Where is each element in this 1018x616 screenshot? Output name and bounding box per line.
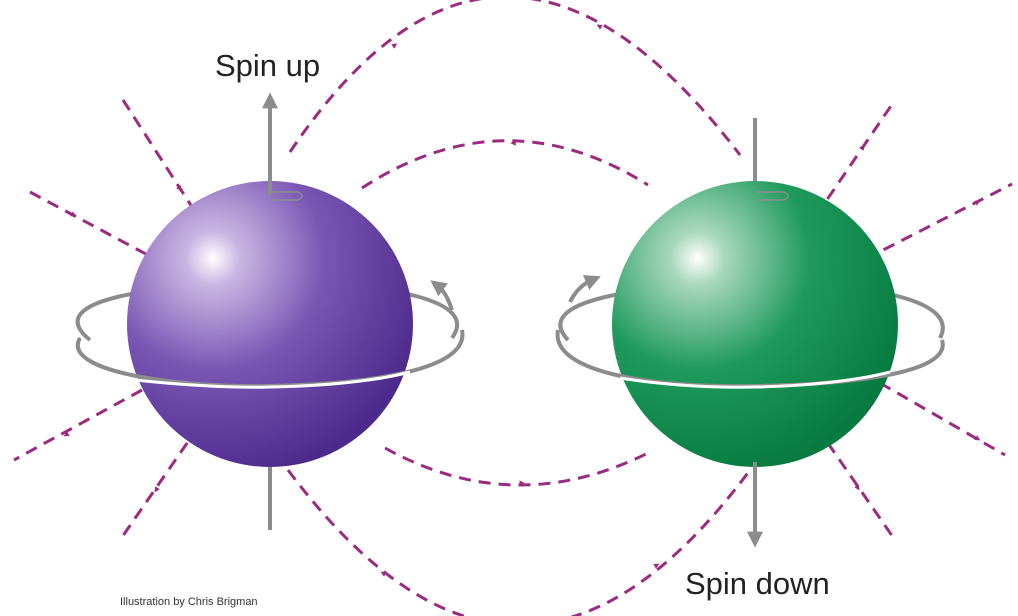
field-line-outer-bottom xyxy=(286,469,752,616)
spin-rotation-ring-highlight xyxy=(134,370,411,389)
field-line-radial xyxy=(121,99,214,239)
spin-down-particle xyxy=(555,118,945,548)
field-line-radial xyxy=(29,190,173,270)
field-line-inner-top xyxy=(361,139,649,190)
illustration-credit: Illustration by Chris Brigman xyxy=(120,596,258,608)
spin-down-label: Spin down xyxy=(685,566,830,601)
axis-hook xyxy=(270,191,303,201)
field-arrow xyxy=(653,563,660,569)
spin-rotation-ring-highlight xyxy=(619,370,891,389)
field-line-radial xyxy=(13,388,143,462)
axis-hook xyxy=(755,191,789,201)
field-line-inner-bottom xyxy=(384,446,651,487)
spin-up-particle xyxy=(75,92,465,530)
rotation-direction-arrow xyxy=(430,280,454,311)
field-arrow xyxy=(391,43,398,49)
field-line-radial xyxy=(879,381,1006,457)
field-line-outer-top xyxy=(288,0,742,156)
rotation-direction-arrow xyxy=(568,275,601,303)
spin-down-sphere xyxy=(612,181,898,467)
spin-up-label: Spin up xyxy=(215,48,321,83)
spin-up-sphere xyxy=(127,181,413,467)
